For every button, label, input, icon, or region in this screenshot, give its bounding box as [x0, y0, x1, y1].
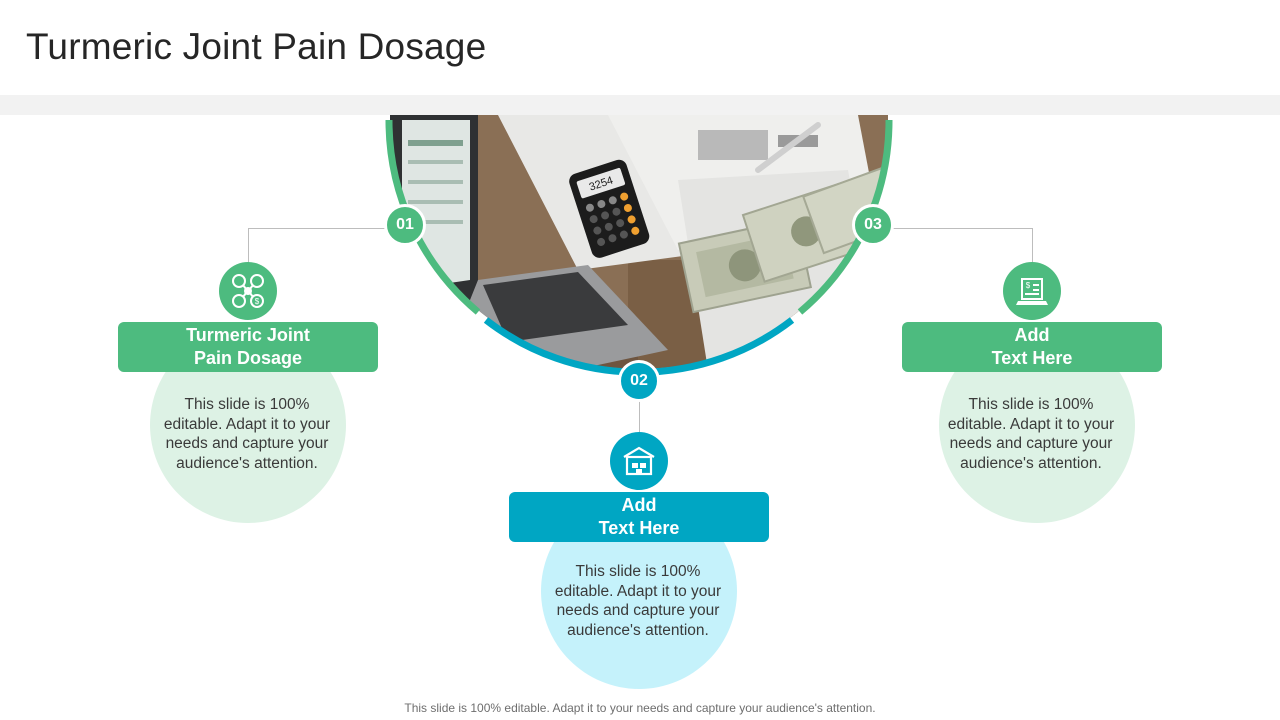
connector-01: [248, 228, 388, 229]
step-number-badge: 02: [618, 360, 660, 402]
step-description: This slide is 100% editable. Adapt it to…: [947, 396, 1115, 472]
footer-note: This slide is 100% editable. Adapt it to…: [404, 701, 876, 715]
step-number-badge: 03: [852, 204, 894, 246]
connector-03: [892, 228, 1033, 229]
hero-photo: 3254: [385, 115, 893, 376]
connector-01-drop: [248, 228, 249, 264]
header-band: [0, 95, 1280, 115]
svg-text:$: $: [255, 297, 260, 306]
laptop-document-icon: $: [1016, 278, 1048, 305]
step-icon-circle: $: [219, 262, 277, 320]
warehouse-icon: [623, 446, 655, 476]
step-label-text: Add Text Here: [991, 325, 1073, 368]
step-description: This slide is 100% editable. Adapt it to…: [554, 563, 722, 639]
step-label: Add Text Here: [509, 492, 769, 542]
step-description: This slide is 100% editable. Adapt it to…: [163, 396, 331, 472]
svg-text:$: $: [1026, 281, 1031, 290]
connector-02: [639, 398, 640, 434]
connector-03-drop: [1032, 228, 1033, 264]
step-icon-circle: $: [1003, 262, 1061, 320]
step-label-text: Add Text Here: [598, 495, 680, 538]
step-label: Add Text Here: [902, 322, 1162, 372]
step-label-text: Turmeric Joint Pain Dosage: [186, 325, 310, 368]
step-number-badge: 01: [384, 204, 426, 246]
slide-title: Turmeric Joint Pain Dosage: [26, 26, 487, 67]
step-label: Turmeric Joint Pain Dosage: [118, 322, 378, 372]
finance-network-icon: $: [232, 274, 264, 308]
step-icon-circle: [610, 432, 668, 490]
